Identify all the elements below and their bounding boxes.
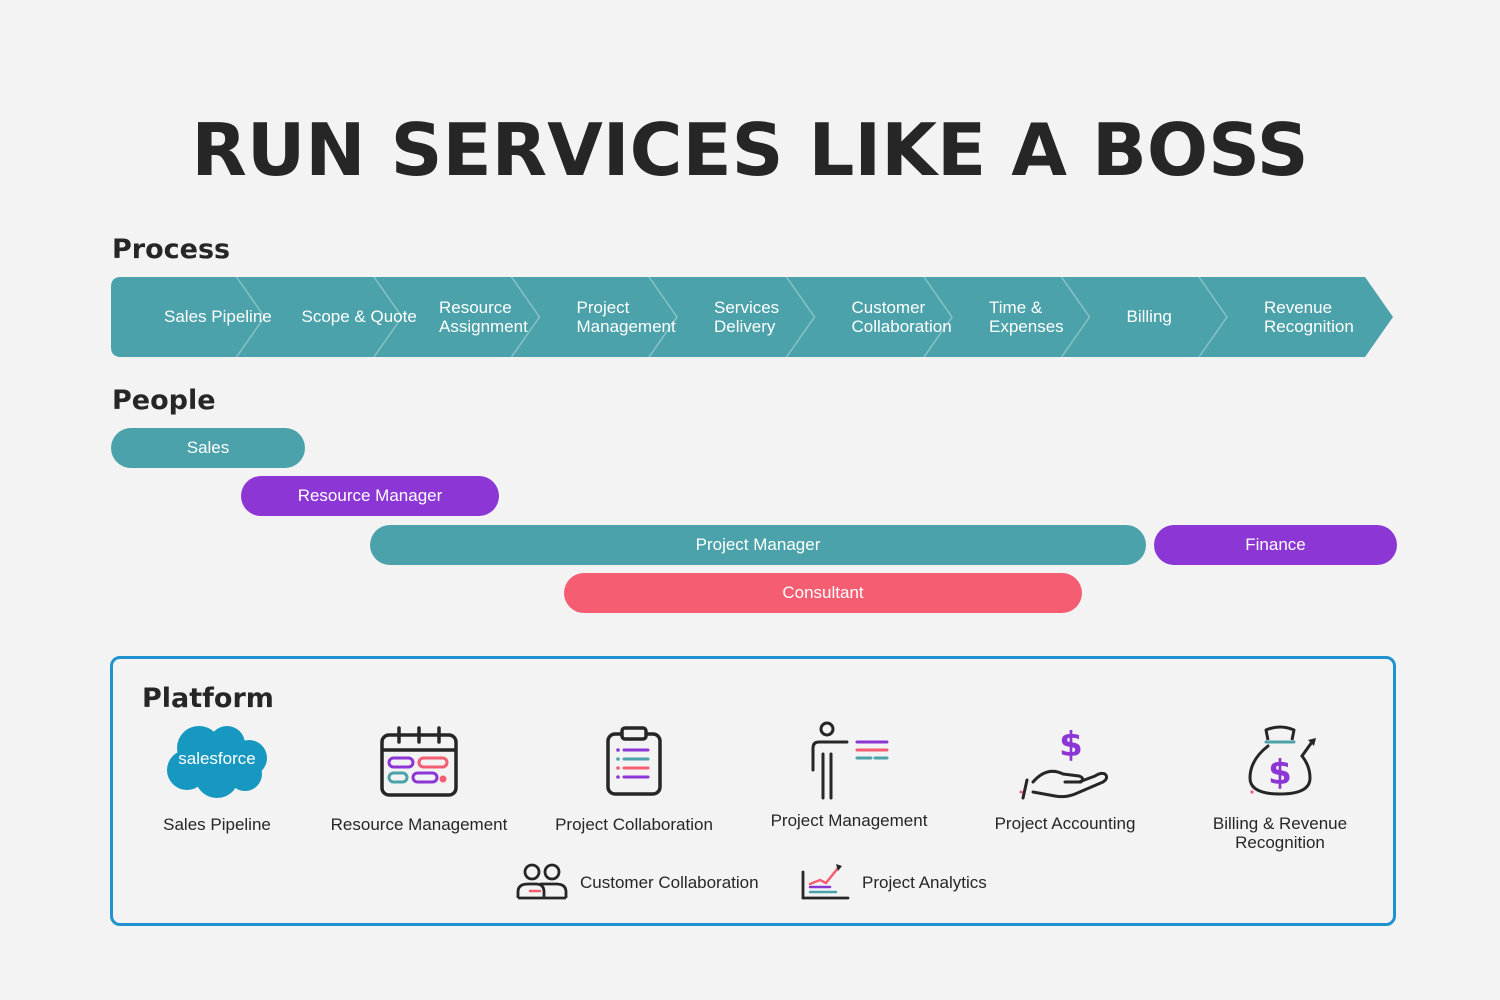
platform-billing-revenue: $ Billing & Revenue Recognition bbox=[1200, 724, 1360, 852]
process-step-label: Sales Pipeline bbox=[164, 307, 272, 326]
process-step-label: Scope & Quote bbox=[302, 307, 417, 326]
platform-label-billing-line2: Recognition bbox=[1235, 833, 1325, 852]
people-icon bbox=[516, 863, 568, 900]
role-project-manager: Project Manager bbox=[370, 525, 1146, 565]
platform-label-resource-management: Resource Management bbox=[330, 815, 508, 834]
step-divider bbox=[785, 276, 816, 358]
platform-project-accounting: $ Project Accounting bbox=[984, 724, 1146, 833]
role-finance: Finance bbox=[1154, 525, 1397, 565]
step-divider bbox=[1060, 276, 1091, 358]
platform-panel: Platform bbox=[110, 656, 1396, 926]
page-title: RUN SERVICES LIKE A BOSS bbox=[191, 108, 1309, 192]
step-divider bbox=[648, 276, 678, 358]
step-divider bbox=[373, 276, 403, 358]
platform-project-analytics: Project Analytics bbox=[800, 862, 987, 902]
process-step-label: Billing bbox=[1127, 307, 1172, 326]
role-resource-manager: Resource Manager bbox=[241, 476, 499, 516]
platform-label-customer-collaboration: Customer Collaboration bbox=[580, 872, 759, 892]
platform-heading: Platform bbox=[142, 683, 274, 714]
hand-dollar-icon: $ bbox=[1019, 725, 1109, 800]
role-consultant: Consultant bbox=[564, 573, 1082, 613]
salesforce-logo-text: salesforce bbox=[178, 749, 255, 768]
process-bar-background bbox=[111, 277, 1393, 357]
platform-project-management: Project Management bbox=[764, 720, 934, 830]
platform-resource-management: Resource Management bbox=[324, 726, 514, 834]
process-heading: Process bbox=[112, 234, 231, 265]
svg-text:$: $ bbox=[1059, 725, 1083, 765]
platform-label-billing-line1: Billing & Revenue bbox=[1212, 814, 1348, 833]
platform-label-project-accounting: Project Accounting bbox=[994, 814, 1136, 833]
presenter-icon bbox=[811, 721, 889, 800]
platform-customer-collaboration: Customer Collaboration bbox=[516, 862, 759, 902]
svg-text:$: $ bbox=[1268, 753, 1292, 793]
platform-label-project-analytics: Project Analytics bbox=[862, 872, 987, 892]
step-divider bbox=[1198, 276, 1228, 358]
money-bag-icon: $ bbox=[1248, 725, 1316, 796]
platform-sales-pipeline: salesforce Sales Pipeline bbox=[147, 724, 287, 834]
process-step-label: Time &Expenses bbox=[989, 298, 1064, 336]
people-heading: People bbox=[112, 385, 216, 416]
role-sales: Sales bbox=[111, 428, 305, 468]
platform-label-project-collaboration: Project Collaboration bbox=[555, 815, 713, 834]
step-dividers bbox=[235, 276, 1228, 358]
calendar-icon bbox=[380, 726, 458, 797]
step-divider bbox=[510, 276, 541, 358]
step-divider bbox=[235, 276, 266, 358]
platform-project-collaboration: Project Collaboration bbox=[544, 726, 724, 834]
clipboard-icon bbox=[606, 726, 662, 796]
platform-label-project-management: Project Management bbox=[770, 811, 928, 830]
step-divider bbox=[923, 276, 953, 358]
salesforce-cloud-icon: salesforce bbox=[167, 726, 267, 798]
platform-label-sales-pipeline: Sales Pipeline bbox=[163, 815, 271, 834]
analytics-chart-icon bbox=[801, 864, 850, 900]
